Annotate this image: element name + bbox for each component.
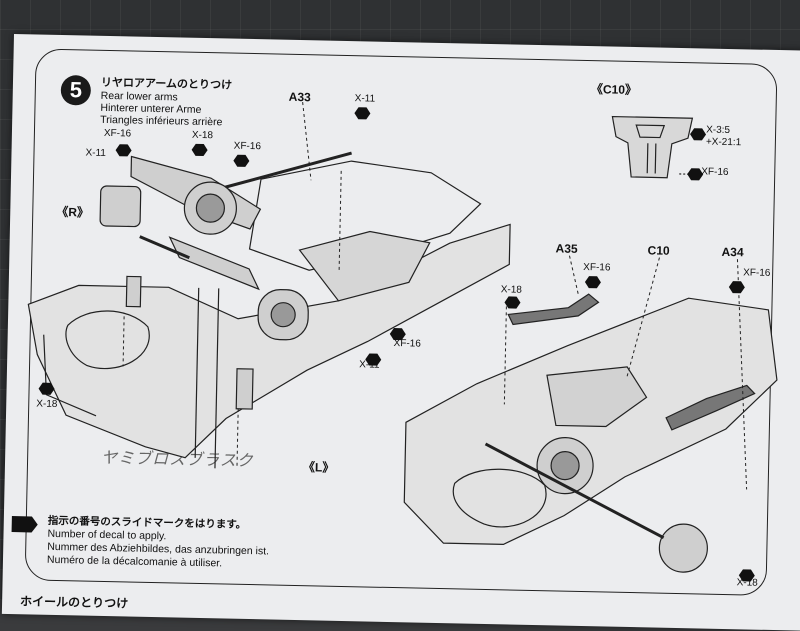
chassis-drawing-right <box>403 292 779 574</box>
decal-marker-icon <box>12 516 38 533</box>
assembly-diagram <box>2 34 800 631</box>
instruction-sheet: 5 リヤロアアームのとりつけ Rear lower arms Hinterer … <box>2 34 800 631</box>
a35-arm-drawing <box>508 292 599 326</box>
